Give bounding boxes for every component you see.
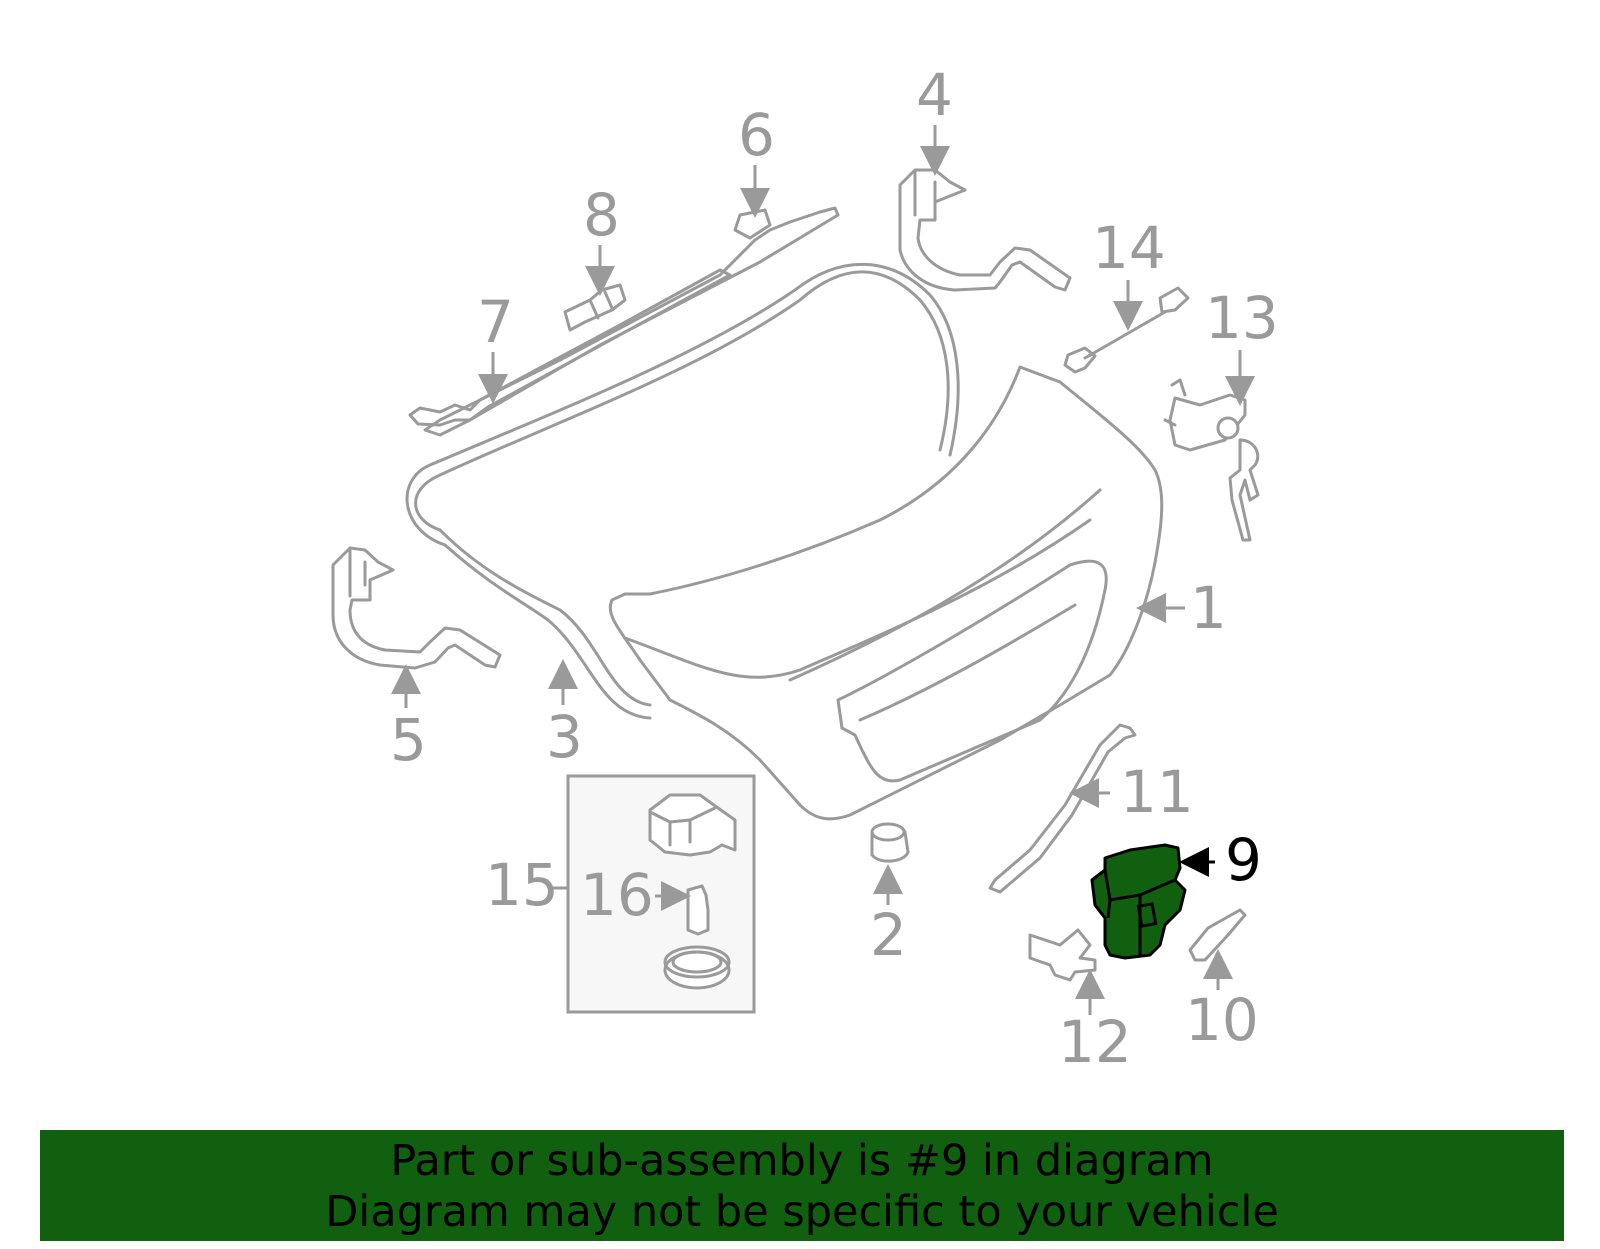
- parts-diagram: 1 2 3 4 5 6 7 8 9 10 11 12 13 14 15 16: [331, 61, 1279, 1076]
- weatherstrip-seal-part: [405, 262, 960, 720]
- callout-16: 16: [580, 861, 654, 929]
- striker-part-10: [1188, 908, 1247, 962]
- lock-cylinder-part-13: [1163, 378, 1260, 542]
- callout-14: 14: [1092, 214, 1166, 282]
- hinge-part-5: [331, 546, 502, 670]
- latch-part-9: [1090, 843, 1187, 960]
- callout-13: 13: [1205, 284, 1279, 352]
- trunk-lid-part: [608, 365, 1164, 821]
- wire-harness-part-14: [1063, 286, 1190, 374]
- callout-11: 11: [1120, 758, 1194, 826]
- kit-box-part-15: [566, 774, 756, 1014]
- callout-numbers: 1 2 3 4 5 6 7 8 9 10 11 12 13 14 15 16: [390, 61, 1279, 1076]
- callout-9: 9: [1225, 826, 1262, 894]
- callout-8: 8: [583, 181, 620, 249]
- callout-15: 15: [485, 851, 559, 919]
- callout-2: 2: [870, 901, 907, 969]
- callout-10: 10: [1185, 986, 1259, 1054]
- rod-part-11: [988, 723, 1137, 894]
- banner-line-1: Part or sub-assembly is #9 in diagram: [390, 1136, 1214, 1186]
- bracket-part-12: [1028, 928, 1097, 982]
- cable-part-7: [408, 268, 732, 427]
- leader-lines: [391, 125, 1255, 1015]
- callout-1: 1: [1190, 574, 1227, 642]
- callout-5: 5: [390, 706, 427, 774]
- bumper-stopper-part-2: [870, 822, 910, 863]
- callout-6: 6: [738, 101, 775, 169]
- callout-12: 12: [1058, 1008, 1132, 1076]
- clip-part-8: [563, 283, 627, 332]
- hinge-part-4: [898, 168, 1072, 292]
- banner-line-2: Diagram may not be specific to your vehi…: [325, 1187, 1279, 1237]
- callout-7: 7: [477, 288, 514, 356]
- callout-3: 3: [546, 703, 583, 771]
- info-banner: Part or sub-assembly is #9 in diagram Di…: [40, 1130, 1564, 1241]
- callout-4: 4: [916, 61, 953, 129]
